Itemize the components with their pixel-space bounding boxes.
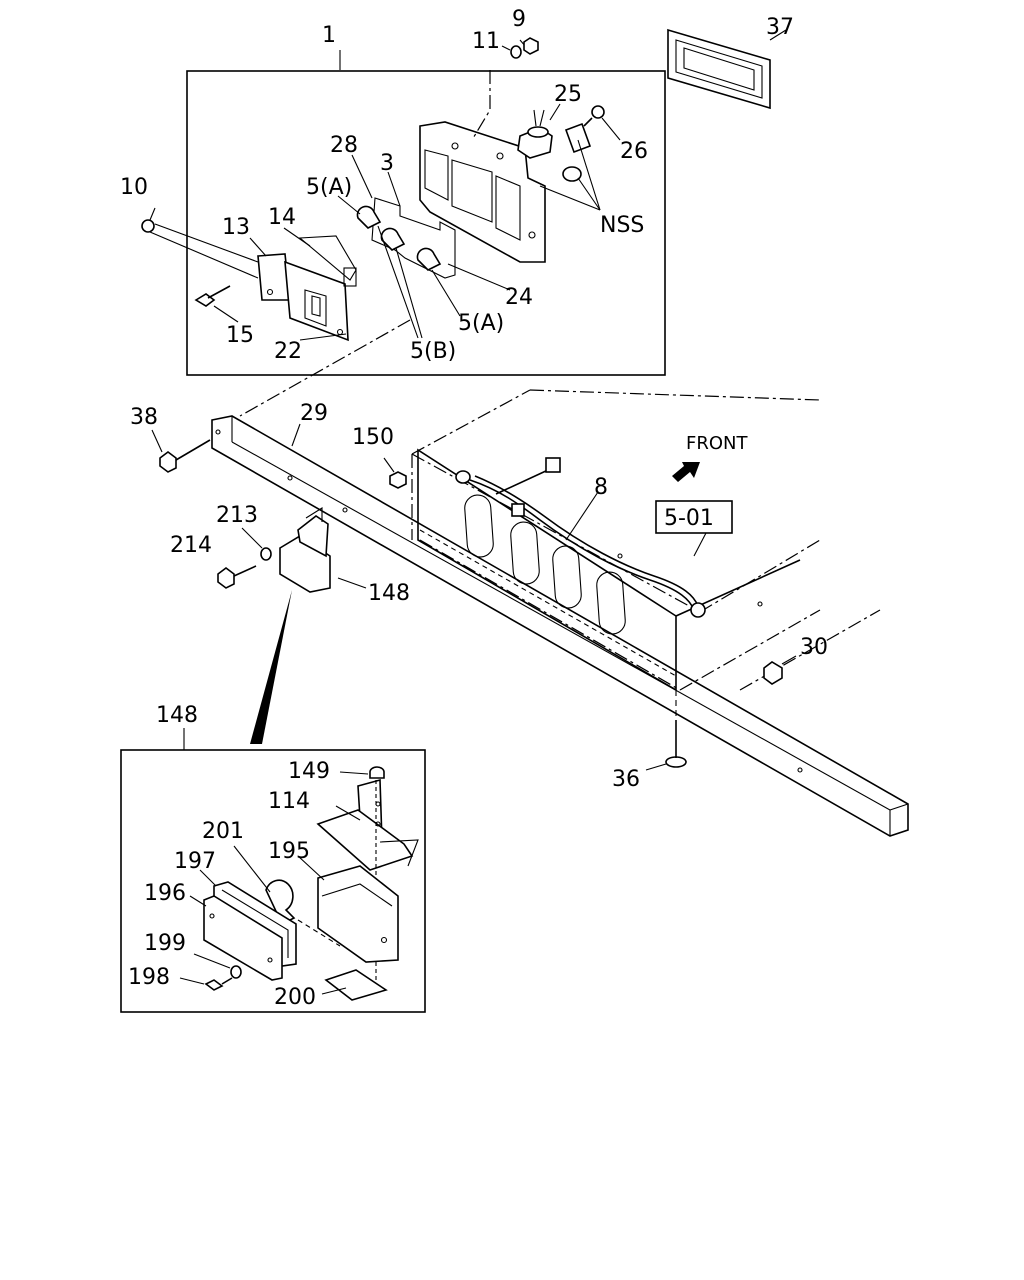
lamp-lens-assembly	[257, 235, 357, 342]
callout-30: 30	[800, 635, 828, 660]
callout-9: 9	[512, 7, 526, 32]
callout-214: 214	[170, 533, 212, 558]
callout-196: 196	[144, 881, 186, 906]
callout-148-detail: 148	[156, 703, 198, 728]
cross-member-29	[211, 415, 909, 837]
callout-5a-upper: 5(A)	[306, 175, 352, 200]
callout-labels: 1 9 11 37 25 26 28 3 5(A) 10 13 14 NSS 2…	[120, 7, 828, 1010]
callout-197: 197	[174, 849, 216, 874]
bulbs-5	[356, 205, 442, 271]
washer-10	[141, 219, 155, 233]
callout-11: 11	[472, 29, 500, 54]
callout-22: 22	[274, 339, 302, 364]
callout-5a-lower: 5(A)	[458, 311, 504, 336]
callout-201: 201	[202, 819, 244, 844]
lamp-housing-plate	[419, 121, 546, 263]
socket-25	[517, 109, 553, 159]
nut-150	[291, 423, 407, 489]
side-marker-lamp-148	[279, 507, 367, 593]
callout-26: 26	[620, 139, 648, 164]
bolt-214-washer-213	[217, 527, 272, 589]
callout-213: 213	[216, 503, 258, 528]
screw-15	[194, 285, 231, 307]
callout-36: 36	[612, 767, 640, 792]
callout-149: 149	[288, 759, 330, 784]
callout-8: 8	[594, 475, 608, 500]
grommets-nss	[562, 122, 592, 182]
detail-box-148	[120, 749, 426, 1013]
nut-30	[763, 655, 797, 685]
callout-13: 13	[222, 215, 250, 240]
callout-3: 3	[380, 151, 394, 176]
screw-26	[583, 105, 605, 127]
front-label: FRONT	[686, 433, 748, 454]
callout-28: 28	[330, 133, 358, 158]
callout-148-main: 148	[368, 581, 410, 606]
callout-114: 114	[268, 789, 310, 814]
callout-1: 1	[322, 23, 336, 48]
callout-15: 15	[226, 323, 254, 348]
lamp-148-exploded	[179, 766, 419, 1001]
callout-14: 14	[268, 205, 296, 230]
callout-24: 24	[505, 285, 533, 310]
nut-9-washer-11	[510, 37, 539, 59]
callout-nss: NSS	[600, 213, 644, 238]
bolt-38	[151, 429, 211, 473]
callout-150: 150	[352, 425, 394, 450]
bolt-36	[645, 690, 687, 771]
callout-25: 25	[554, 82, 582, 107]
callout-37: 37	[766, 15, 794, 40]
callout-29: 29	[300, 401, 328, 426]
front-arrow-icon	[672, 462, 700, 482]
callout-198: 198	[128, 965, 170, 990]
connector-37	[667, 28, 787, 110]
wire-harness-8	[455, 457, 706, 618]
callout-38: 38	[130, 405, 158, 430]
detail-box-assembly-1	[186, 70, 666, 376]
callout-195: 195	[268, 839, 310, 864]
leader-lines-upper	[149, 39, 621, 341]
callout-199: 199	[144, 931, 186, 956]
callout-200: 200	[274, 985, 316, 1010]
detail-pointer	[250, 590, 292, 744]
callout-10: 10	[120, 175, 148, 200]
callout-5b: 5(B)	[410, 339, 456, 364]
ref-box-5-01	[655, 500, 733, 534]
ref-5-01: 5-01	[664, 506, 714, 531]
